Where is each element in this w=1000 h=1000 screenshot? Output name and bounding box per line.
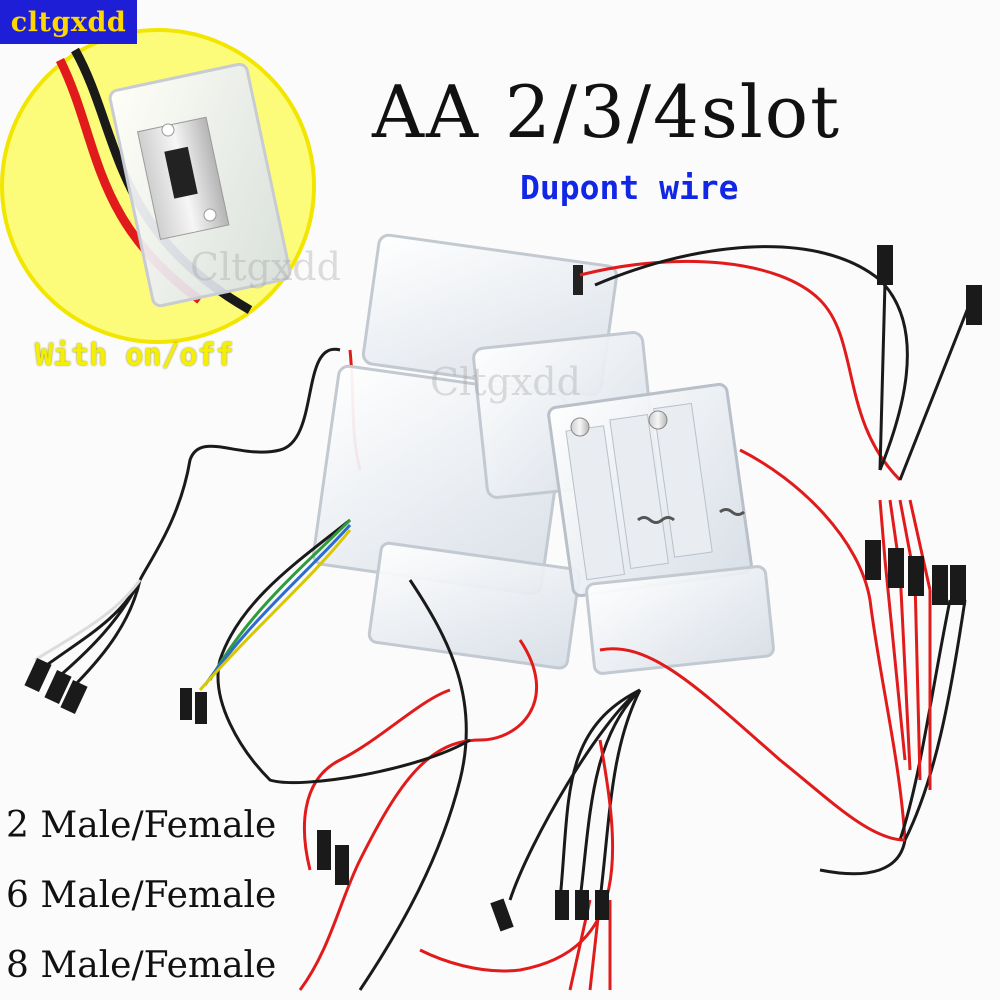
watermark: Cltgxdd <box>430 360 581 404</box>
bottom-dupont-wires <box>419 647 906 991</box>
battery-holder-icon <box>547 382 775 675</box>
switch-callout <box>0 28 316 344</box>
product-title: AA 2/3/4slot <box>372 70 842 154</box>
watermark: Cltgxdd <box>190 245 341 289</box>
switch-callout-label: With on/off <box>35 338 234 373</box>
spec-line: 8 Male/Female <box>6 945 277 986</box>
brand-badge: cltgxdd <box>0 0 137 44</box>
wire-black <box>138 347 341 581</box>
product-subtitle: Dupont wire <box>520 168 739 207</box>
spec-line: 6 Male/Female <box>6 875 277 916</box>
dupont-connector-icon <box>865 540 881 580</box>
left-dupont-wires <box>24 518 539 991</box>
spec-line: 2 Male/Female <box>6 805 277 846</box>
right-dupont-wires <box>579 244 982 876</box>
